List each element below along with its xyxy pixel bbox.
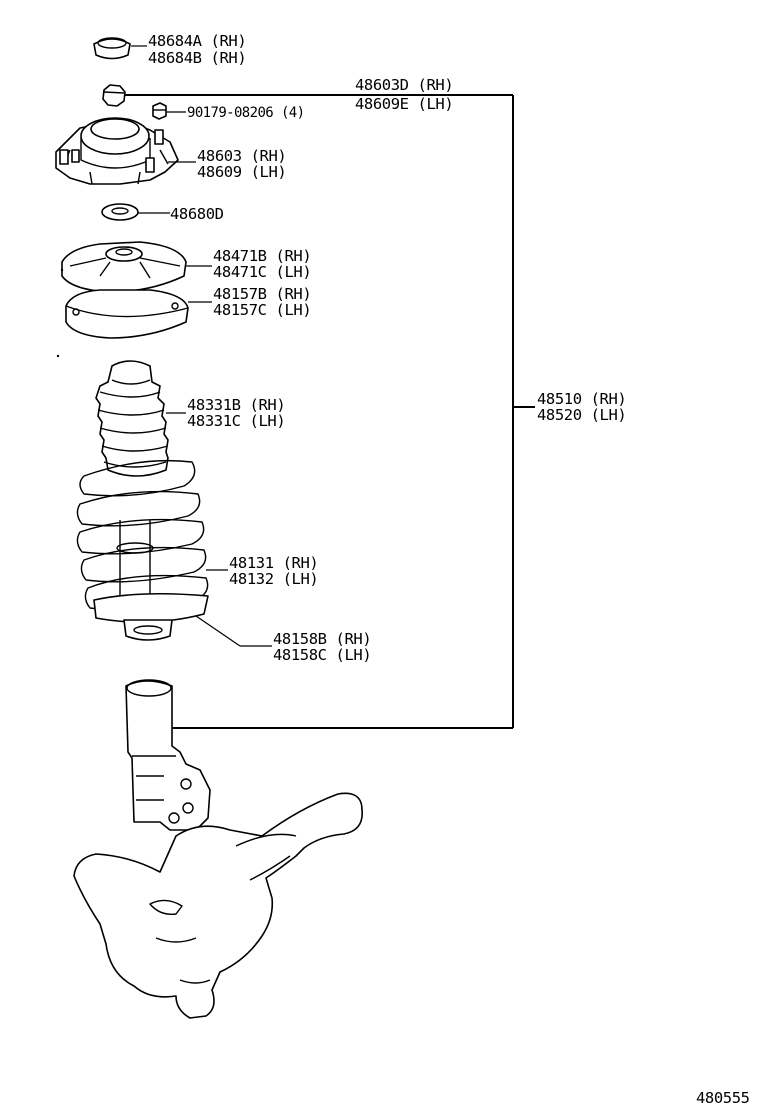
svg-text:90179-08206 (4): 90179-08206 (4) bbox=[187, 105, 304, 121]
leader-lines bbox=[125, 45, 535, 729]
svg-text:48520 (LH): 48520 (LH) bbox=[537, 406, 626, 424]
svg-text:48684B (RH): 48684B (RH) bbox=[148, 49, 246, 67]
cap-part bbox=[93, 37, 131, 60]
shock-absorber-part bbox=[125, 679, 211, 831]
callout-bumper: 48331B (RH) 48331C (LH) bbox=[187, 396, 286, 430]
svg-text:48603 (RH): 48603 (RH) bbox=[197, 147, 286, 165]
svg-text:48157B (RH): 48157B (RH) bbox=[213, 285, 311, 303]
svg-text:48680D: 48680D bbox=[170, 205, 224, 223]
bump-stopper-part bbox=[95, 360, 169, 477]
callout-support-assy: 48603D (RH) 48609E (LH) bbox=[355, 76, 454, 113]
svg-text:48603D (RH): 48603D (RH) bbox=[355, 76, 453, 94]
svg-text:48471C (LH): 48471C (LH) bbox=[213, 263, 311, 281]
suspension-support-part bbox=[55, 117, 179, 185]
svg-text:48471B (RH): 48471B (RH) bbox=[213, 247, 311, 265]
svg-text:48131 (RH): 48131 (RH) bbox=[229, 554, 318, 572]
callout-strut-assy: 48510 (RH) 48520 (LH) bbox=[537, 390, 627, 424]
svg-text:48684A (RH): 48684A (RH) bbox=[148, 32, 246, 50]
top-nut-part bbox=[102, 84, 126, 107]
callout-upper-seat: 48471B (RH) 48471C (LH) bbox=[213, 247, 312, 281]
svg-text:48331B (RH): 48331B (RH) bbox=[187, 396, 285, 414]
figure-code: 480555 bbox=[696, 1089, 750, 1107]
callout-support: 48603 (RH) 48609 (LH) bbox=[197, 147, 287, 181]
svg-text:48510 (RH): 48510 (RH) bbox=[537, 390, 626, 408]
svg-text:48132 (LH): 48132 (LH) bbox=[229, 570, 318, 588]
svg-text:48158B (RH): 48158B (RH) bbox=[273, 630, 371, 648]
svg-text:48609E (LH): 48609E (LH) bbox=[355, 95, 453, 113]
callout-nut: 90179-08206 (4) bbox=[187, 105, 305, 121]
upper-insulator-part bbox=[65, 289, 189, 339]
svg-text:48158C (LH): 48158C (LH) bbox=[273, 646, 371, 664]
callout-coil-spring: 48131 (RH) 48132 (LH) bbox=[229, 554, 319, 588]
small-nut-part bbox=[152, 102, 167, 120]
callout-bearing: 48680D bbox=[170, 205, 224, 223]
callout-lower-insulator: 48158B (RH) 48158C (LH) bbox=[273, 630, 372, 664]
lower-insulator-part bbox=[93, 592, 209, 641]
callout-upper-insulator: 48157B (RH) 48157C (LH) bbox=[213, 285, 312, 319]
steering-knuckle-part bbox=[73, 792, 363, 1019]
callout-cap: 48684A (RH) 48684B (RH) bbox=[148, 32, 247, 67]
svg-text:48331C (LH): 48331C (LH) bbox=[187, 412, 285, 430]
svg-text:48609 (LH): 48609 (LH) bbox=[197, 163, 286, 181]
coil-spring-part bbox=[76, 459, 209, 611]
svg-text:48157C (LH): 48157C (LH) bbox=[213, 301, 311, 319]
upper-seat-part bbox=[61, 241, 187, 293]
bearing-part bbox=[101, 203, 139, 221]
